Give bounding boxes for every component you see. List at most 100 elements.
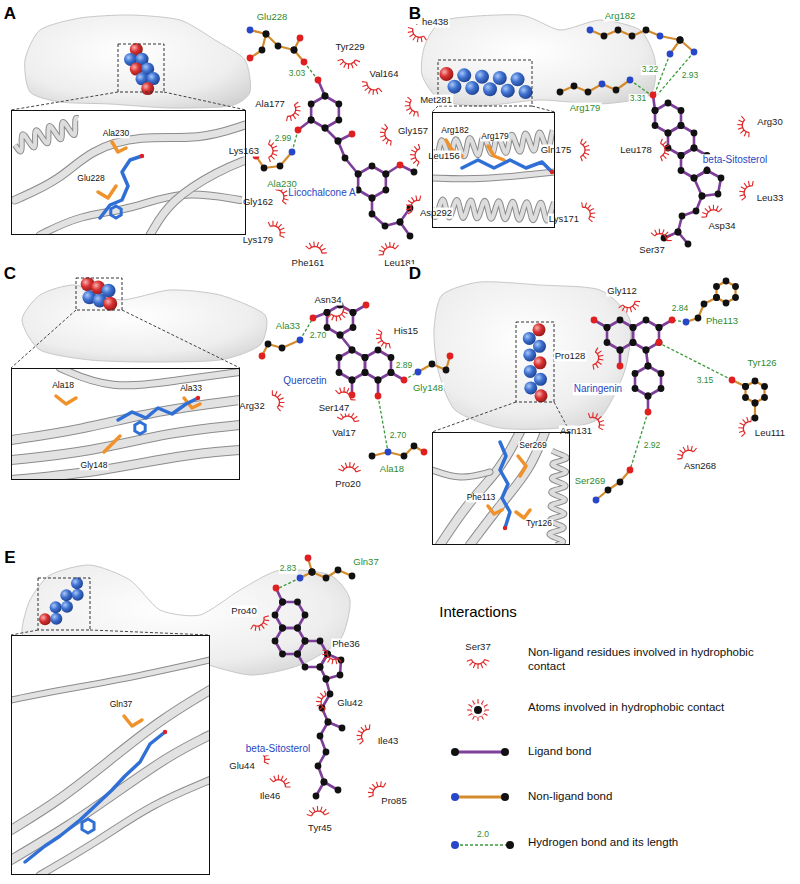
zoom-leader bbox=[38, 578, 90, 630]
atom bbox=[315, 77, 322, 84]
hydrophobic-arc bbox=[355, 466, 359, 469]
cartoon-inset bbox=[118, 398, 198, 420]
cartoon-inset bbox=[432, 172, 555, 179]
atom bbox=[362, 354, 369, 361]
hydrophobic-arc bbox=[592, 365, 594, 370]
ligand-spheres bbox=[524, 381, 537, 394]
atom bbox=[658, 385, 665, 392]
atom bbox=[363, 302, 370, 309]
hydrophobic-arc bbox=[599, 421, 604, 423]
cartoon-inset bbox=[60, 368, 240, 385]
hydrophobic-arc bbox=[367, 82, 379, 90]
hydrophobic-arc bbox=[376, 782, 377, 787]
hydrophobic-arc bbox=[405, 105, 410, 107]
hydrophobic-arc bbox=[417, 37, 419, 42]
residue-label: Arg32 bbox=[238, 401, 265, 412]
cartoon-inset bbox=[432, 470, 490, 477]
hydrophobic-arc bbox=[483, 662, 487, 665]
hydrophobic-arc bbox=[477, 664, 478, 669]
hydrophobic-arc bbox=[473, 663, 475, 668]
hydrogen-bond bbox=[378, 396, 388, 452]
atom bbox=[677, 37, 684, 44]
atom bbox=[322, 93, 329, 100]
residue-label: Glu228 bbox=[76, 174, 105, 183]
residue-label: Pro20 bbox=[334, 479, 361, 490]
hydrophobic-arc bbox=[319, 244, 322, 248]
hydrophobic-arc bbox=[467, 660, 472, 662]
hydrophobic-arc bbox=[373, 786, 383, 795]
hydrophobic-arc bbox=[294, 102, 298, 105]
atom bbox=[302, 612, 309, 619]
hydrophobic-arc bbox=[316, 701, 321, 702]
hydrophobic-arc bbox=[661, 157, 663, 162]
hydrophobic-arc bbox=[664, 145, 669, 147]
ligand-name: Quercetin bbox=[282, 375, 327, 387]
hydrophobic-arc bbox=[581, 139, 583, 144]
inset-box: Arg182Arg179 bbox=[432, 112, 555, 228]
cartoon-inset bbox=[100, 156, 142, 218]
atom bbox=[691, 175, 698, 182]
bond-length: 2.70 bbox=[309, 331, 328, 341]
hydrophobic-arc bbox=[332, 316, 334, 321]
hydrophobic-arc bbox=[268, 140, 270, 145]
atom bbox=[291, 47, 298, 54]
ligand-spheres bbox=[511, 72, 525, 86]
residue-label: Gly162 bbox=[242, 197, 274, 208]
atom bbox=[388, 354, 395, 361]
hydrophobic-arc bbox=[411, 158, 416, 160]
atom bbox=[324, 309, 331, 316]
residue-label: Ala177 bbox=[254, 99, 286, 110]
hydrophobic-arc bbox=[677, 458, 682, 460]
atom bbox=[382, 223, 389, 230]
hydrophobic-arc bbox=[739, 431, 744, 433]
hydrogen-bond bbox=[292, 130, 298, 152]
hydrophobic-arc bbox=[321, 807, 323, 812]
cartoon-inset bbox=[56, 396, 76, 404]
hydrophobic-arc bbox=[376, 334, 381, 335]
zoom-leader bbox=[432, 402, 516, 432]
hydrophobic-arc bbox=[378, 340, 382, 343]
residue-label: Asn268 bbox=[683, 461, 717, 472]
cartoon-inset bbox=[11, 690, 210, 830]
hydrophobic-arc bbox=[633, 306, 636, 310]
hydrophobic-arc bbox=[351, 413, 354, 417]
hydrophobic-arc bbox=[362, 729, 370, 741]
hydrophobic-arc bbox=[320, 693, 323, 697]
atom bbox=[289, 149, 296, 156]
residue-label: Gly112 bbox=[606, 286, 637, 297]
cartoon-inset bbox=[15, 118, 246, 235]
ligand-spheres bbox=[447, 80, 461, 94]
hydrophobic-arc bbox=[664, 153, 669, 155]
hydrophobic-arc bbox=[338, 658, 341, 662]
atom bbox=[301, 59, 308, 66]
bond-length: 2.0 bbox=[476, 830, 490, 840]
hydrophobic-arc bbox=[356, 470, 361, 472]
atom bbox=[349, 347, 356, 354]
hydrophobic-arc bbox=[264, 616, 269, 617]
hbond-residue-label: Gln37 bbox=[352, 557, 379, 568]
atom bbox=[613, 87, 620, 94]
hydrophobic-arc bbox=[665, 232, 668, 236]
hydrophobic-arc bbox=[312, 811, 325, 816]
hydrophobic-arc bbox=[389, 242, 390, 247]
hydrophobic-arc bbox=[280, 236, 285, 238]
atom bbox=[336, 354, 343, 361]
cartoon-inset bbox=[432, 172, 555, 179]
hydrogen-bond bbox=[279, 578, 300, 588]
hydrophobic-arc bbox=[409, 110, 412, 114]
atom bbox=[415, 369, 422, 376]
cartoon-inset bbox=[196, 396, 200, 400]
hydrophobic-arc bbox=[336, 316, 337, 321]
residue-label: Gly148 bbox=[80, 461, 109, 470]
hydrophobic-arc bbox=[264, 762, 269, 764]
hydrophobic-arc bbox=[337, 417, 341, 420]
atom bbox=[375, 393, 382, 400]
hydrophobic-arc bbox=[693, 448, 696, 452]
residue-label: Ile43 bbox=[377, 736, 400, 747]
ligand-spheres bbox=[493, 71, 507, 85]
hydrophobic-arc bbox=[596, 414, 598, 419]
legend-text: Non-ligand bond bbox=[528, 790, 790, 804]
protein-surface bbox=[421, 15, 655, 106]
legend-sample bbox=[473, 716, 475, 719]
hydrophobic-arc bbox=[362, 85, 367, 86]
